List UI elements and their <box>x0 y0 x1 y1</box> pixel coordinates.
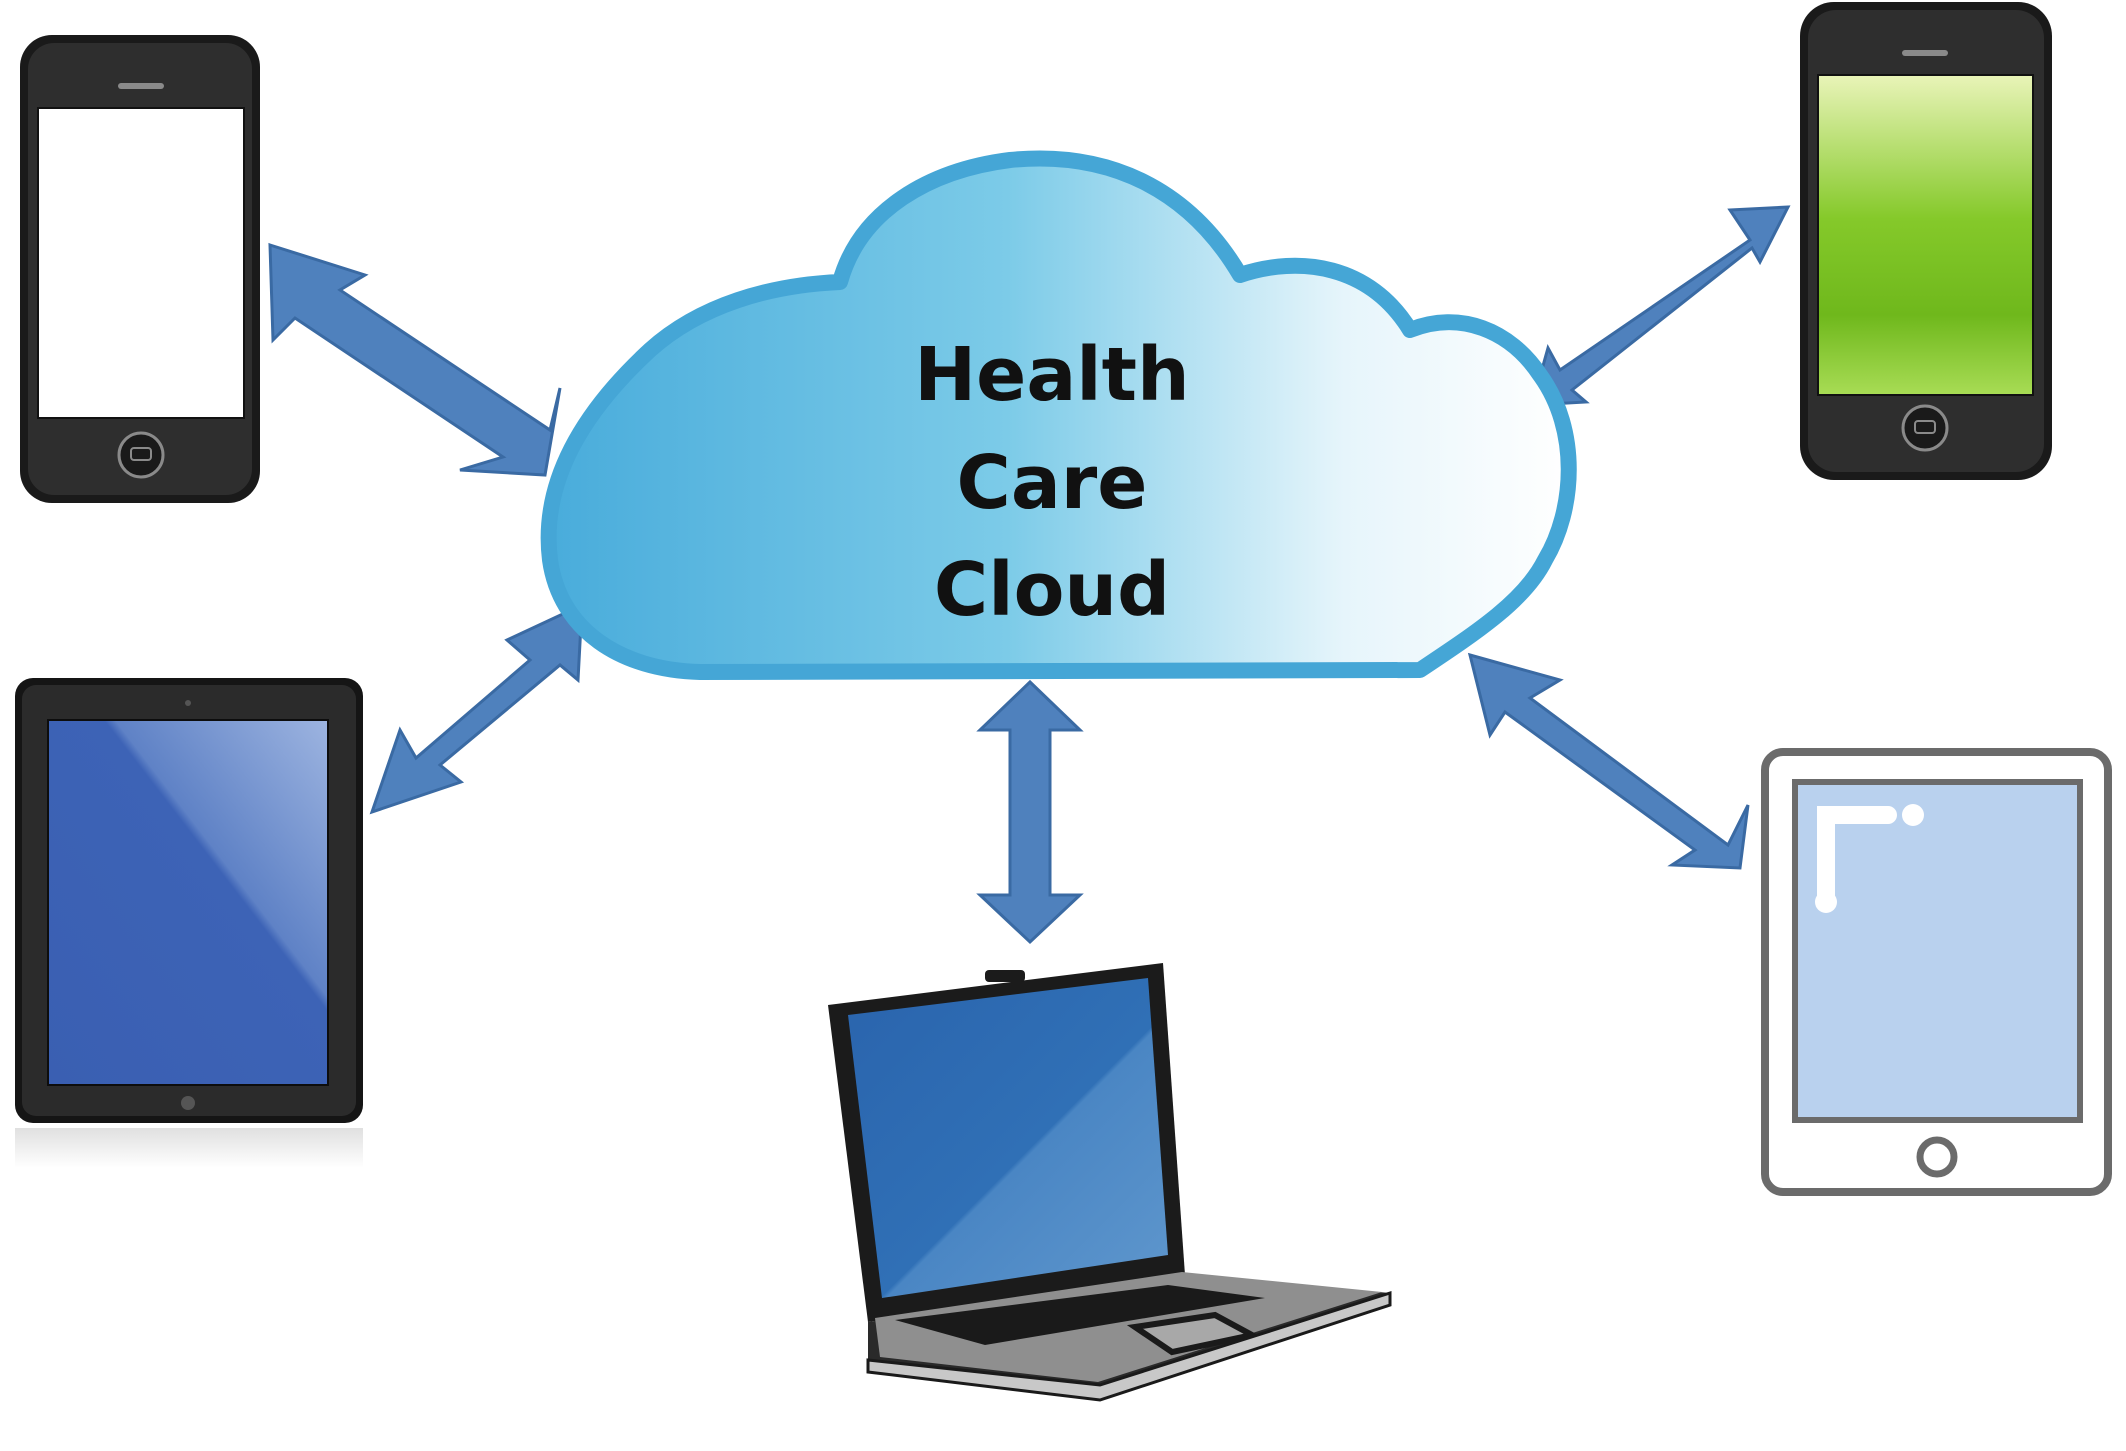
smartphone-icon <box>1800 2 2052 480</box>
arrow-cloud-to-phone-white <box>268 242 562 477</box>
health-care-cloud: Health Care Cloud <box>540 150 1577 680</box>
cloud-shape <box>540 150 1577 680</box>
arrow-cloud-to-phone-green <box>1529 205 1791 407</box>
connection-arrows <box>268 205 1791 945</box>
cloud-label-line-1: Health <box>914 332 1189 418</box>
arrow-cloud-to-laptop <box>976 679 1084 945</box>
laptop-icon <box>828 963 1392 1402</box>
tablet-icon <box>1761 748 2112 1196</box>
cloud-label-line-2: Care <box>957 440 1148 526</box>
cloud-label-line-3: Cloud <box>934 547 1170 633</box>
tablet-icon <box>15 678 363 1168</box>
smartphone-icon <box>20 35 260 503</box>
arrow-cloud-to-tablet-outline <box>1467 652 1750 870</box>
arrow-cloud-to-tablet-blue <box>369 602 584 815</box>
